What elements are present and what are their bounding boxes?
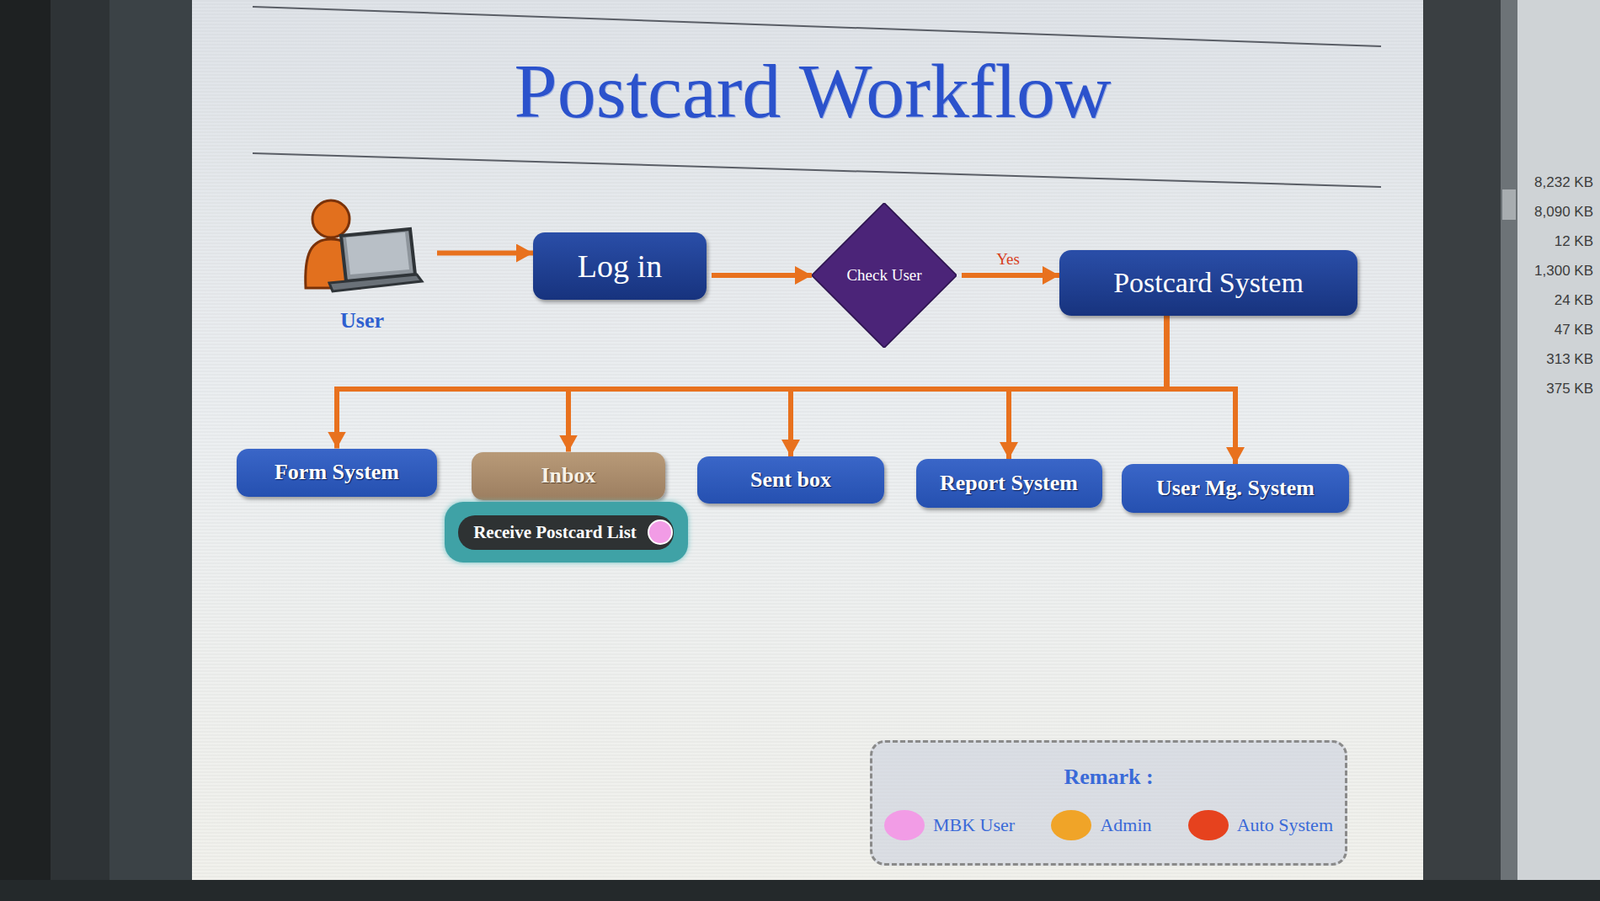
list-label: Receive Postcard List	[458, 515, 674, 550]
legend-item: Admin	[1050, 810, 1152, 841]
list-panel: Receive Postcard List	[444, 501, 688, 563]
flow-arrow	[790, 315, 1167, 457]
decision-diamond: Check User	[811, 202, 957, 348]
legend-swatch	[1050, 810, 1092, 841]
file-size: 24 KB	[1554, 292, 1594, 310]
legend-box: MBK User Admin Auto System Remark :	[869, 740, 1348, 866]
user-icon	[298, 195, 426, 301]
legend-text: Admin	[1099, 814, 1152, 837]
legend-heading: Remark :	[872, 764, 1345, 790]
file-size: 8,090 KB	[1534, 203, 1594, 221]
node-label: User	[340, 308, 384, 337]
node-label: Report System	[939, 470, 1078, 496]
flow-arrow	[711, 272, 812, 278]
edge-label: Yes	[993, 250, 1023, 269]
flow-arrow	[568, 315, 1167, 453]
module-box: Inbox	[471, 452, 666, 501]
flow-arrow	[961, 272, 1060, 278]
module-box: Sent box	[697, 456, 885, 504]
file-size: 8,232 KB	[1534, 174, 1594, 192]
file-size: 12 KB	[1554, 233, 1594, 251]
module-box: Form System	[236, 448, 438, 497]
module-box: Report System	[916, 458, 1103, 508]
node-label: User Mg. System	[1156, 475, 1315, 502]
system-box: Postcard System	[1059, 250, 1358, 316]
node-label: Log in	[577, 247, 662, 285]
node-label: Form System	[274, 459, 400, 486]
node-label: Inbox	[540, 463, 596, 489]
file-size: 47 KB	[1554, 321, 1594, 339]
legend-swatch	[1188, 810, 1229, 841]
legend-text: MBK User	[933, 814, 1015, 837]
file-size: 313 KB	[1546, 351, 1594, 368]
role-dot	[647, 519, 673, 545]
file-size: 375 KB	[1546, 380, 1594, 398]
flow-arrow	[336, 315, 1167, 449]
legend-item: MBK User	[884, 810, 1015, 841]
node-label: Postcard System	[1113, 266, 1304, 299]
legend-item: Auto System	[1188, 810, 1334, 841]
flow-arrow	[1008, 315, 1167, 459]
user-node: User	[298, 195, 426, 337]
module-box: User Mg. System	[1121, 464, 1350, 513]
legend-text: Auto System	[1237, 814, 1334, 837]
legend-swatch	[884, 810, 925, 841]
legend-row: MBK User Admin Auto System	[884, 810, 1334, 841]
node-label: Sent box	[750, 467, 832, 493]
file-size: 1,300 KB	[1534, 262, 1594, 280]
node-label: Check User	[846, 266, 922, 285]
flow-arrow	[1166, 315, 1236, 464]
flow-arrow	[437, 250, 534, 256]
diagram-title: Postcard Workflow	[336, 52, 1289, 130]
process-box: Log in	[533, 232, 707, 300]
